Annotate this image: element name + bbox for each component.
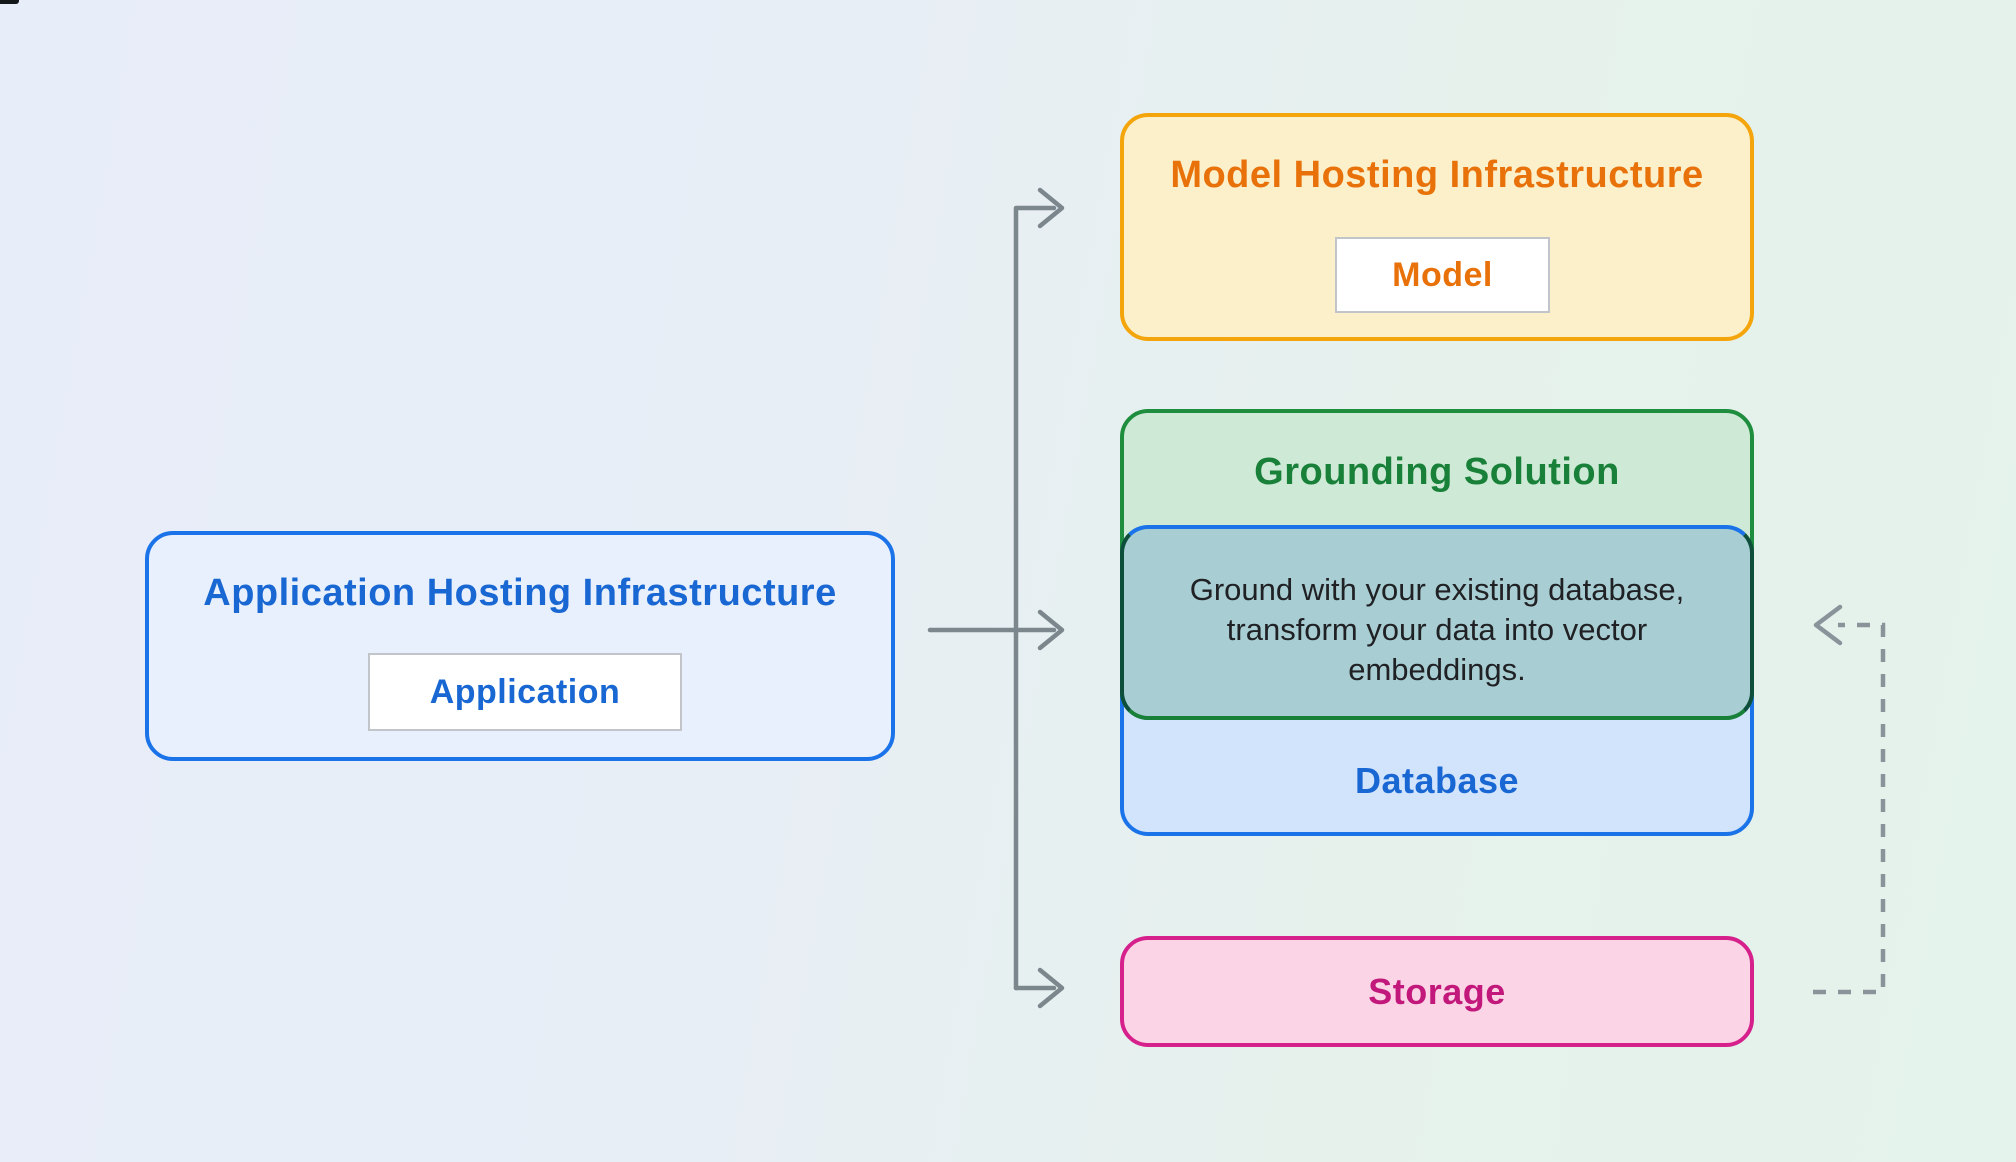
model-chip: Model: [1335, 237, 1550, 313]
model-hosting-box: Model Hosting Infrastructure Model: [1120, 113, 1754, 341]
application-chip-label: Application: [429, 672, 621, 711]
storage-label: Storage: [1368, 970, 1506, 1012]
dashed-path: [1813, 622, 1886, 995]
application-hosting-box: Application Hosting Infrastructure Appli…: [145, 531, 895, 761]
arrowhead-to-grounding: [1037, 609, 1065, 651]
application-chip: Application: [368, 653, 682, 731]
grounding-note-box: Ground with your existing database, tran…: [1120, 525, 1754, 720]
grounding-solution-title: Grounding Solution: [1254, 451, 1620, 493]
grounding-note-line-1: Ground with your existing database,: [1189, 571, 1685, 607]
window-corner-artifact: [0, 0, 19, 4]
arrowhead-to-model: [1037, 187, 1065, 229]
dashed-feedback-arrow: [1813, 604, 1886, 995]
grounding-note-line-2: transform your data into vector: [1226, 611, 1648, 647]
dashed-arrowhead: [1813, 604, 1843, 646]
model-hosting-title: Model Hosting Infrastructure: [1170, 154, 1704, 196]
arrow-to-model: [1013, 205, 1057, 991]
solid-fanout-arrows: [927, 187, 1065, 1009]
application-hosting-title: Application Hosting Infrastructure: [203, 572, 837, 614]
arrowhead-to-storage: [1037, 967, 1065, 1009]
storage-box: Storage: [1120, 936, 1754, 1047]
grounding-note-line-3: embeddings.: [1348, 651, 1526, 687]
database-label: Database: [1354, 760, 1520, 801]
model-chip-label: Model: [1392, 255, 1493, 294]
